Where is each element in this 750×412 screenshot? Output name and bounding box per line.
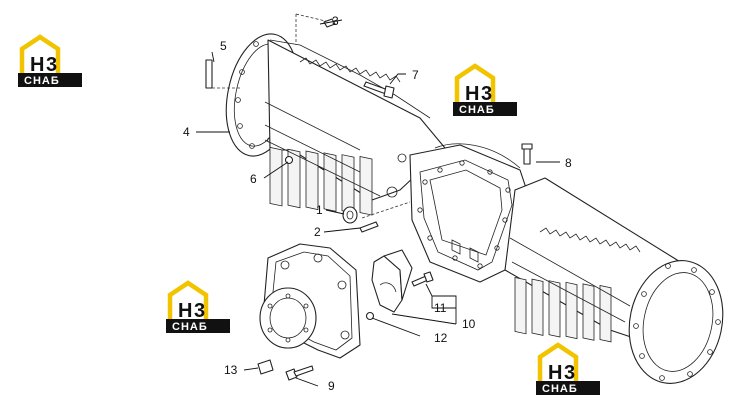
plug-part-6 [284, 155, 294, 165]
watermark-logo: H 3 СНАБ [536, 345, 600, 395]
watermark-logo: H 3 СНАБ [453, 66, 517, 116]
svg-text:H: H [178, 300, 192, 322]
svg-text:H: H [548, 362, 562, 384]
bolt-part-7 [363, 81, 395, 99]
callout-3: 3 [332, 14, 339, 28]
callout-2: 2 [314, 225, 321, 239]
dowel-part-12 [365, 311, 375, 321]
bolt-part-11 [411, 271, 434, 287]
pin-part-5 [205, 59, 213, 89]
svg-text:СНАБ: СНАБ [542, 383, 578, 395]
svg-text:3: 3 [564, 362, 575, 384]
svg-text:3: 3 [46, 54, 57, 76]
svg-text:H: H [465, 83, 479, 105]
bolt-part-9 [285, 365, 314, 381]
right-flange [628, 260, 724, 384]
screw-part-3 [323, 18, 336, 28]
plug-part-13 [257, 359, 274, 375]
callout-10: 10 [462, 317, 476, 331]
callout-labels: 3 5 7 4 8 6 1 2 11 10 12 13 9 [183, 14, 572, 393]
callout-6: 6 [250, 172, 257, 186]
svg-text:3: 3 [481, 83, 492, 105]
watermark-logo: H 3 СНАБ [166, 283, 230, 333]
support-cap-part-10 [371, 249, 413, 313]
svg-text:СНАБ: СНАБ [172, 321, 208, 333]
callout-5: 5 [220, 39, 227, 53]
callout-11: 11 [434, 301, 447, 315]
right-arm-ribs [514, 276, 612, 343]
callout-13: 13 [224, 363, 238, 377]
fitting-part-8 [521, 143, 533, 165]
axle-housing [225, 33, 724, 384]
callout-8: 8 [565, 156, 572, 170]
svg-text:H: H [30, 54, 44, 76]
svg-text:СНАБ: СНАБ [459, 104, 495, 116]
left-arm-ribs [269, 146, 373, 216]
callout-1: 1 [316, 203, 323, 217]
callout-9: 9 [328, 379, 335, 393]
trunnion-carrier [259, 243, 361, 359]
bushing-part-1 [342, 206, 358, 224]
pin-part-2 [359, 221, 379, 233]
callout-7: 7 [412, 68, 419, 82]
callout-12: 12 [434, 331, 448, 345]
svg-text:СНАБ: СНАБ [24, 75, 60, 87]
callout-4: 4 [183, 125, 190, 139]
svg-text:3: 3 [194, 300, 205, 322]
watermark-logo: H 3 СНАБ [18, 37, 82, 87]
leader-lines [196, 19, 560, 387]
